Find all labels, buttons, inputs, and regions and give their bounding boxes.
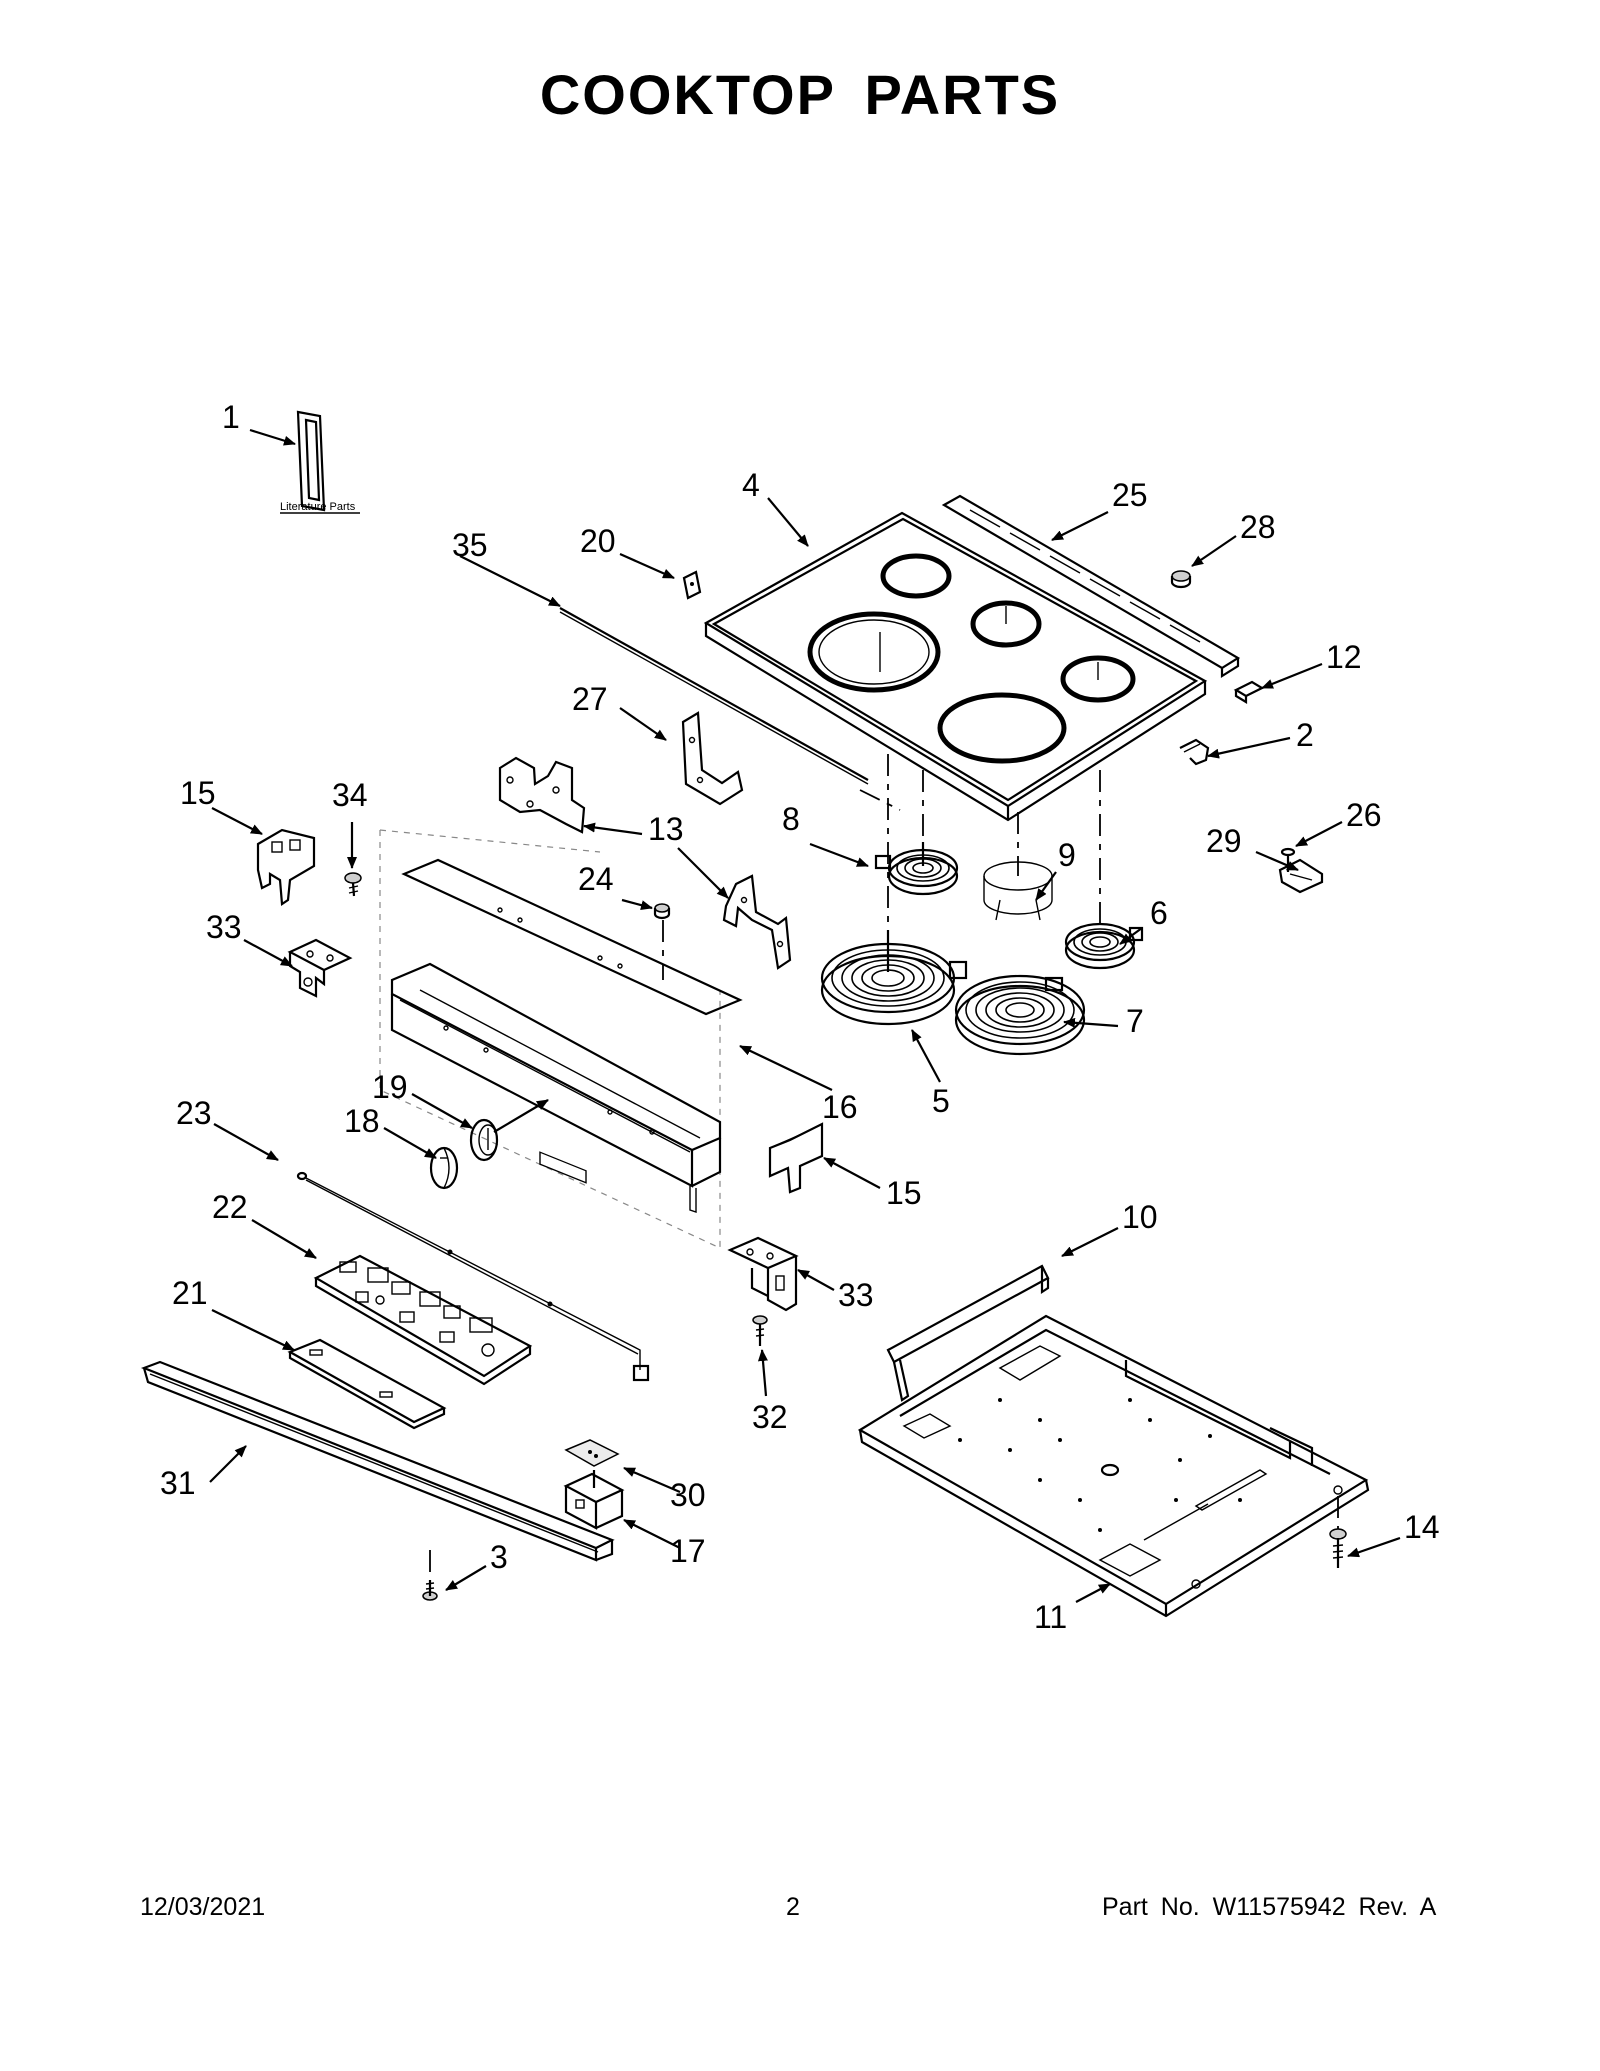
element-9-part	[983, 861, 1053, 921]
callout-1: 1	[222, 399, 240, 435]
callout-5: 5	[932, 1083, 950, 1119]
control-panel-outline	[379, 829, 721, 1249]
footer-page-number: 2	[786, 1893, 800, 1921]
callout-30: 30	[670, 1477, 706, 1513]
callout-11: 11	[1034, 1599, 1067, 1635]
callout-16: 16	[822, 1089, 858, 1125]
footer-date: 12/03/2021	[140, 1893, 266, 1921]
burner-box-pan-part	[857, 1314, 1370, 1618]
element-8-part	[874, 842, 959, 896]
screw-3-part	[422, 1550, 438, 1601]
cooktop-glass-part	[703, 511, 1208, 822]
clip-part	[1233, 680, 1265, 704]
callout-29: 29	[1206, 823, 1242, 859]
callout-33a: 33	[206, 909, 242, 945]
bracket-15b-part	[768, 1122, 824, 1194]
bracket-13a-part	[498, 756, 586, 834]
wire-harness-part	[296, 1171, 650, 1382]
board-bracket-part	[287, 1338, 447, 1430]
callout-labels: 1 4 25 28 12 2 26 29 35 20 27 13 13 15 3…	[160, 399, 1440, 1635]
callout-8: 8	[782, 801, 800, 837]
callout-15b: 15	[886, 1175, 922, 1211]
callout-26: 26	[1346, 797, 1382, 833]
callout-33b: 33	[838, 1277, 874, 1313]
rear-bracket-part	[886, 1264, 1050, 1402]
callout-3: 3	[490, 1539, 508, 1575]
element-6-part	[1064, 922, 1144, 970]
control-board-part	[313, 1254, 533, 1386]
callout-2: 2	[1296, 717, 1314, 753]
callout-32: 32	[752, 1399, 788, 1435]
screw-34-part	[344, 872, 362, 897]
small-plate-part	[682, 570, 702, 600]
callout-19: 19	[372, 1069, 408, 1105]
callout-6: 6	[1150, 895, 1168, 931]
screw-14-part	[1329, 1496, 1347, 1568]
terminal-bracket-part	[1278, 858, 1324, 894]
element-7-part	[954, 974, 1086, 1056]
leader-arrows	[209, 428, 1401, 1603]
callout-9: 9	[1058, 837, 1076, 873]
callout-17: 17	[670, 1533, 706, 1569]
literature-parts-part: Literature Parts	[280, 410, 360, 514]
callout-25: 25	[1112, 477, 1148, 513]
callout-34: 34	[332, 777, 368, 813]
rear-trim-part	[941, 494, 1241, 678]
bracket-27-part	[681, 711, 744, 806]
callout-21: 21	[172, 1275, 208, 1311]
callout-24: 24	[578, 861, 614, 897]
bracket-small-part	[1179, 738, 1210, 766]
screw-32-part	[752, 1315, 768, 1346]
callout-12: 12	[1326, 639, 1362, 675]
callout-31: 31	[160, 1465, 196, 1501]
knob-bezel-part	[469, 1118, 499, 1162]
control-panel-housing-part	[390, 962, 722, 1213]
callout-7: 7	[1126, 1003, 1144, 1039]
callout-10: 10	[1122, 1199, 1158, 1235]
element-5-part	[820, 930, 968, 1026]
knob-part	[429, 1146, 459, 1190]
switch-plate-part	[564, 1439, 620, 1467]
callout-14: 14	[1404, 1509, 1440, 1545]
front-trim-part	[140, 1360, 615, 1562]
callout-15a: 15	[180, 775, 216, 811]
callout-35: 35	[452, 527, 488, 563]
screw-24-part	[653, 903, 671, 980]
page-title: COOKTOP PARTS	[539, 63, 1061, 126]
bracket-33b-part	[727, 1236, 799, 1312]
literature-caption: Literature Parts	[280, 501, 356, 513]
callout-18: 18	[344, 1103, 380, 1139]
bumper-part	[1170, 570, 1192, 589]
callout-20: 20	[580, 523, 616, 559]
callout-27: 27	[572, 681, 608, 717]
callout-23: 23	[176, 1095, 212, 1131]
callout-4: 4	[742, 467, 760, 503]
infinite-switch-part	[563, 1470, 625, 1530]
callout-13a: 13	[648, 811, 684, 847]
callout-28: 28	[1240, 509, 1276, 545]
control-panel-overlay-part	[401, 858, 743, 1184]
bracket-33a-part	[287, 938, 353, 998]
bracket-15a-part	[256, 828, 316, 906]
assembly-lines	[859, 754, 1101, 930]
bracket-13b-part	[722, 874, 792, 970]
footer-part-number: Part No. W11575942 Rev. A	[1102, 1893, 1437, 1921]
callout-22: 22	[212, 1189, 248, 1225]
rod-part	[559, 607, 869, 785]
